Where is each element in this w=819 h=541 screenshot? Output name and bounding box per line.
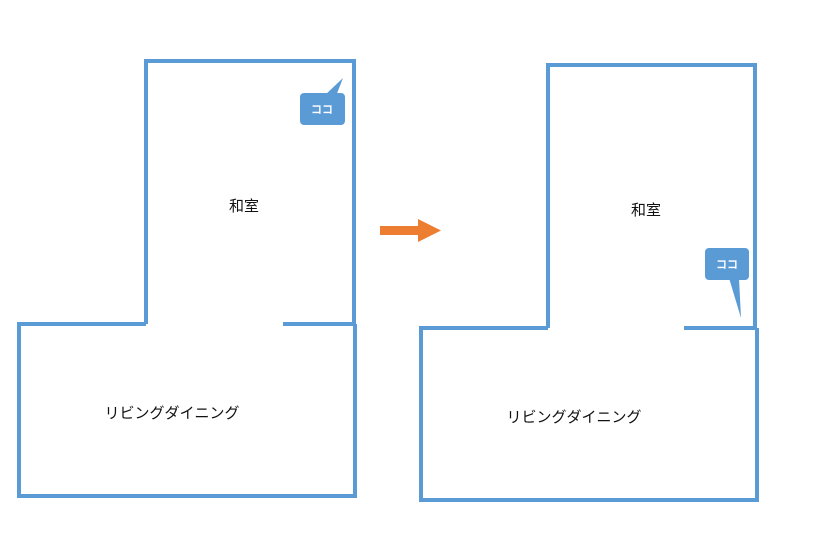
callout-bubble-before: ココ xyxy=(300,78,345,125)
arrow-right-icon xyxy=(380,219,441,242)
floor-plan-before: ココ 和室 リビングダイニング xyxy=(17,59,357,498)
callout-box-before xyxy=(300,93,345,125)
room-label-washitsu-before: 和室 xyxy=(229,197,259,215)
washitsu-walls-after xyxy=(546,63,757,328)
callout-bubble-after: ココ xyxy=(705,248,749,318)
living-dining-walls-after xyxy=(419,326,759,502)
callout-pointer-before xyxy=(324,78,343,96)
room-label-living-dining-after: リビングダイニング xyxy=(506,408,641,426)
room-label-living-dining-before: リビングダイニング xyxy=(104,404,239,422)
callout-text-before: ココ xyxy=(311,103,333,116)
room-label-washitsu-after: 和室 xyxy=(631,201,661,219)
washitsu-walls-before xyxy=(144,59,356,324)
callout-box-after xyxy=(705,248,749,280)
floor-plan-after: ココ 和室 リビングダイニング xyxy=(419,63,759,502)
living-dining-walls-before xyxy=(17,322,357,498)
callout-text-after: ココ xyxy=(716,258,738,271)
callout-pointer-after xyxy=(729,278,741,318)
